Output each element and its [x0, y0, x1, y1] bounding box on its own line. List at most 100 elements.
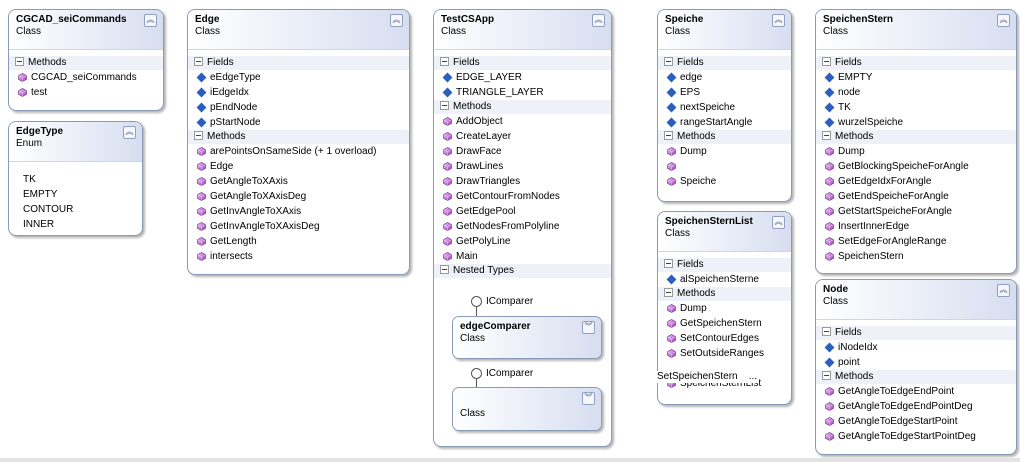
enum-member[interactable]: TK: [23, 174, 36, 185]
double-chevron-up-icon[interactable]: ︽: [772, 14, 785, 27]
field-item[interactable]: eEdgeType: [188, 70, 409, 85]
method-item[interactable]: GetLength: [188, 234, 409, 249]
method-item[interactable]: [658, 159, 791, 174]
method-item[interactable]: GetEdgeIdxForAngle: [816, 174, 1016, 189]
method-item[interactable]: SetEdgeForAngleRange: [816, 234, 1016, 249]
method-item[interactable]: CreateLayer: [434, 129, 611, 144]
method-item[interactable]: GetAngleToXAxisDeg: [188, 189, 409, 204]
class-box-cgcad-seicommands[interactable]: CGCAD_seiCommands Class ︽ Methods CGCAD_…: [8, 9, 164, 111]
method-item[interactable]: SpeichenStern: [816, 249, 1016, 264]
double-chevron-up-icon[interactable]: ︽: [997, 14, 1010, 27]
collapse-toggle-icon[interactable]: [822, 130, 831, 140]
double-chevron-up-icon[interactable]: ︽: [772, 216, 785, 229]
section-fields[interactable]: Fields: [188, 56, 409, 70]
method-item[interactable]: Main: [434, 249, 611, 264]
method-item[interactable]: DrawTriangles: [434, 174, 611, 189]
field-item[interactable]: wurzelSpeiche: [816, 115, 1016, 130]
double-chevron-up-icon[interactable]: ︽: [390, 14, 403, 27]
method-item[interactable]: GetEndSpeicheForAngle: [816, 189, 1016, 204]
collapse-toggle-icon[interactable]: [822, 370, 831, 380]
double-chevron-down-icon[interactable]: ︾: [582, 392, 595, 405]
method-item[interactable]: Dump: [658, 301, 791, 316]
field-item[interactable]: alSpeichenSterne: [658, 272, 791, 287]
collapse-toggle-icon[interactable]: [822, 56, 831, 66]
field-item[interactable]: iEdgeIdx: [188, 85, 409, 100]
nested-class-box[interactable]: Class ︾: [452, 387, 602, 431]
method-item[interactable]: intersects: [188, 249, 409, 264]
field-item[interactable]: pEndNode: [188, 100, 409, 115]
enum-member[interactable]: EMPTY: [23, 189, 58, 200]
field-item[interactable]: EPS: [658, 85, 791, 100]
collapse-toggle-icon[interactable]: [15, 56, 24, 66]
field-item[interactable]: pStartNode: [188, 115, 409, 130]
method-item[interactable]: GetAngleToEdgeStartPointDeg: [816, 429, 1016, 444]
double-chevron-down-icon[interactable]: ︾: [582, 321, 595, 334]
method-item[interactable]: GetSpeichenStern: [658, 316, 791, 331]
method-item[interactable]: SetOutsideRanges: [658, 346, 791, 361]
enum-member[interactable]: INNER: [23, 219, 55, 230]
double-chevron-up-icon[interactable]: ︽: [592, 14, 605, 27]
section-methods[interactable]: Methods: [658, 287, 791, 301]
method-item[interactable]: GetAngleToXAxis: [188, 174, 409, 189]
field-item[interactable]: rangeStartAngle: [658, 115, 791, 130]
section-fields[interactable]: Fields: [816, 56, 1016, 70]
method-item[interactable]: SetContourEdges: [658, 331, 791, 346]
section-methods[interactable]: Methods: [658, 130, 791, 144]
collapse-toggle-icon[interactable]: [664, 258, 673, 268]
method-item[interactable]: CGCAD_seiCommands: [9, 70, 163, 85]
field-item[interactable]: EDGE_LAYER: [434, 70, 611, 85]
collapse-toggle-icon[interactable]: [822, 326, 831, 336]
section-methods[interactable]: Methods: [816, 130, 1016, 144]
method-item[interactable]: GetEdgePool: [434, 204, 611, 219]
section-fields[interactable]: Fields: [658, 56, 791, 70]
section-fields[interactable]: Fields: [816, 326, 1016, 340]
method-item[interactable]: DrawLines: [434, 159, 611, 174]
method-item[interactable]: DrawFace: [434, 144, 611, 159]
section-fields[interactable]: Fields: [658, 258, 791, 272]
method-item[interactable]: GetInvAngleToXAxis: [188, 204, 409, 219]
method-item[interactable]: GetStartSpeicheForAngle: [816, 204, 1016, 219]
method-item[interactable]: GetPolyLine: [434, 234, 611, 249]
method-item[interactable]: GetInvAngleToXAxisDeg: [188, 219, 409, 234]
field-item[interactable]: nextSpeiche: [658, 100, 791, 115]
field-item[interactable]: EMPTY: [816, 70, 1016, 85]
class-box-speichensternlist[interactable]: SpeichenSternList Class ︽ Fields alSpeic…: [657, 211, 792, 405]
enum-member[interactable]: CONTOUR: [23, 204, 74, 215]
method-item[interactable]: AddObject: [434, 114, 611, 129]
method-item[interactable]: InsertInnerEdge: [816, 219, 1016, 234]
field-item[interactable]: edge: [658, 70, 791, 85]
section-fields[interactable]: Fields: [434, 56, 611, 70]
section-methods[interactable]: Methods: [188, 130, 409, 144]
method-item[interactable]: Edge: [188, 159, 409, 174]
method-item[interactable]: GetAngleToEdgeEndPoint: [816, 384, 1016, 399]
section-methods[interactable]: Methods: [434, 100, 611, 114]
section-methods[interactable]: Methods: [816, 370, 1016, 384]
section-nested-types[interactable]: Nested Types: [434, 264, 611, 278]
field-item[interactable]: TRIANGLE_LAYER: [434, 85, 611, 100]
field-item[interactable]: point: [816, 355, 1016, 370]
method-item[interactable]: GetBlockingSpeicheForAngle: [816, 159, 1016, 174]
method-item[interactable]: GetContourFromNodes: [434, 189, 611, 204]
method-item[interactable]: arePointsOnSameSide (+ 1 overload): [188, 144, 409, 159]
method-item[interactable]: GetAngleToEdgeStartPoint: [816, 414, 1016, 429]
method-item[interactable]: GetAngleToEdgeEndPointDeg: [816, 399, 1016, 414]
collapse-toggle-icon[interactable]: [664, 130, 673, 140]
collapse-toggle-icon[interactable]: [440, 264, 449, 274]
field-item[interactable]: TK: [816, 100, 1016, 115]
collapse-toggle-icon[interactable]: [440, 100, 449, 110]
section-methods[interactable]: Methods: [9, 56, 163, 70]
method-item[interactable]: test: [9, 85, 163, 100]
double-chevron-up-icon[interactable]: ︽: [123, 126, 136, 139]
collapse-toggle-icon[interactable]: [664, 56, 673, 66]
collapse-toggle-icon[interactable]: [664, 287, 673, 297]
collapse-toggle-icon[interactable]: [194, 130, 203, 140]
nested-class-box-edgecomparer[interactable]: edgeComparer Class ︾: [452, 316, 602, 359]
collapse-toggle-icon[interactable]: [194, 56, 203, 66]
field-item[interactable]: iNodeIdx: [816, 340, 1016, 355]
